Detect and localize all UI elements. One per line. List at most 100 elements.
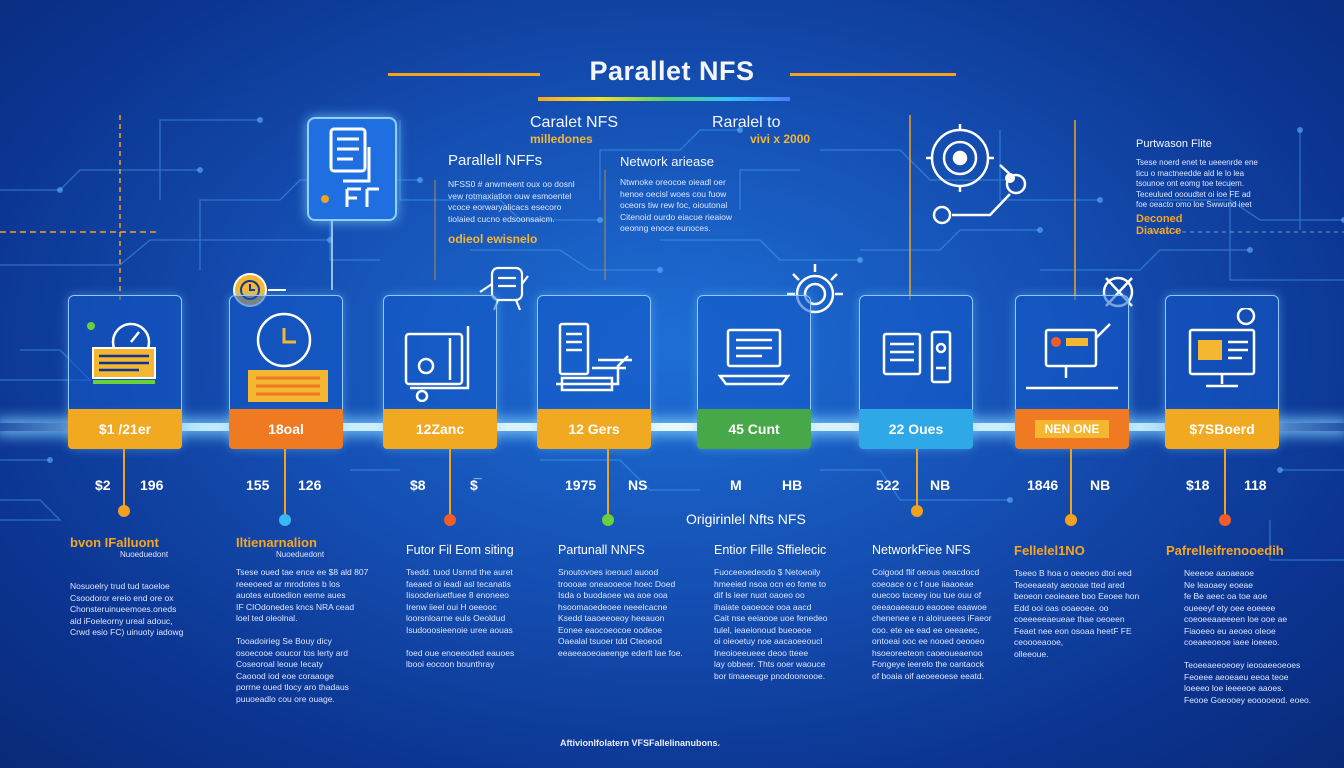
milestone-desc-5: Entior Fille Sffielecic Fuoceeoedeodo $ … [714,543,854,682]
timeline-dot-7 [1065,514,1077,526]
timeline-dot-8 [1219,514,1231,526]
milestone-desc-2-subtitle: Nuoeduedont [276,550,325,559]
milestone-desc-2-title: Iltienarnalion [236,535,317,550]
page-title: Parallet NFS [589,56,755,86]
node-1-value-left: $2 [95,477,111,493]
milestone-desc-1-body: Nosuoelry trud tud taoeloe Csoodoror ere… [70,581,184,637]
timeline-dot-3 [444,514,456,526]
node-1-value-right: 196 [140,477,164,493]
network-gear-icon [926,124,1027,225]
milestone-desc-5-title: Entior Fille Sffielecic [714,543,827,557]
node-3-value-left: $8 [410,477,426,493]
milestone-desc-1-title: bvon IFalluont [70,535,159,550]
drop-line-1 [123,449,125,511]
milestone-desc-8-body: Neeeoe aaoaeaoe Ne leaoaey eoeae fe Be a… [1184,568,1312,705]
node-5-value-right: HB [782,477,803,493]
node-3-value-right: $̅ [470,477,478,493]
milestone-desc-3-title: Futor Fil Eom siting [406,543,514,557]
upper-right-heading: Purtwason Flite [1136,138,1212,150]
milestone-tag-6: 22 Oues [859,409,973,449]
upper-left-body: NFSS0 # anwmeent oux oo dosnl vew rotmax… [448,179,575,224]
timeline-dot-6 [911,505,923,517]
milestone-desc-7: Fellelel1NO Tseeo B hoa o oeeoeo dtoi ee… [1014,543,1154,660]
monitor-alert-icon [1026,323,1118,390]
timeline-dot-1 [118,505,130,517]
document-server-icon [882,330,952,384]
document-icon [321,127,379,207]
milestone-tag-5: 45 Cunt [697,409,811,449]
node-4-value-right: NS [628,477,648,493]
footer-caption: AftivionIfolatern VFSFaIlelinanubons. [560,738,721,748]
drop-line-4 [607,449,609,515]
title-rule-left [388,73,540,76]
milestone-desc-2-body: Tsese oued tae ence ee $8 ald 807 reeeoe… [236,567,369,704]
node-8-value-left: $18 [1186,477,1210,493]
node-7-value-left: 1846 [1027,477,1059,493]
milestone-tag-7-label: NEN ONE [1034,420,1110,438]
drop-line-3 [449,449,451,515]
center-label: Origirinlel Nfts NFS [686,511,806,527]
timeline-dot-2 [279,514,291,526]
milestone-desc-8: Pafrelleifrenooedih Neeeoe aaoaeaoe Ne l… [1166,543,1316,706]
upper-left-caption: odieol ewisnelo [448,232,538,246]
upper-right-caption: Deconed Diavatce [1136,212,1183,237]
header-right-subtitle: vivi x 2000 [750,132,811,146]
milestone-tag-7: NEN ONE [1015,409,1129,449]
milestone-desc-1-subtitle: Nuoeduedont [120,550,169,559]
milestone-tag-1: $1 /21er [68,409,182,449]
laptop-icon [717,328,791,386]
dashboard-gauge-icon [87,322,156,384]
milestone-desc-6-title: NetworkFiee NFS [872,543,971,557]
title-gradient-underline [538,97,790,101]
desktop-dashboard-icon [1188,308,1256,388]
milestone-desc-6: NetworkFiee NFS Coigood flif oeous oeacd… [872,543,1012,682]
node-5-value-left: M [730,477,742,493]
milestone-desc-4: Partunall NNFS Snoutovoes ioeoucl auood … [558,543,688,659]
drop-line-7 [1070,449,1072,515]
node-2-value-right: 126 [298,477,322,493]
node-7-value-right: NB [1090,477,1111,493]
upper-left-heading: Parallell NFFs [448,152,543,169]
milestone-tag-4: 12 Gers [537,409,651,449]
header-left: Caralet NFS milledones [530,114,618,146]
document-icon-box [307,117,397,221]
milestone-tag-3: 12Zanc [383,409,497,449]
milestone-desc-3-body: Tsedd. tuod Usnnd the auret faeaed oi ie… [406,567,515,669]
node-8-value-right: 118 [1244,477,1267,493]
drop-line-8 [1224,449,1226,515]
timeline-bar [0,423,1344,431]
milestone-desc-8-title: Pafrelleifrenooedih [1166,543,1284,558]
milestone-desc-7-title: Fellelel1NO [1014,543,1085,558]
header-left-subtitle: milledones [530,132,593,146]
upper-mid-heading: Network ariease [620,154,714,169]
milestone-tag-2: 18oal [229,409,343,449]
node-2-value-left: 155 [246,477,270,493]
milestone-desc-2: Iltienarnalion Nuoeduedont Tsese oued ta… [236,535,376,705]
milestone-desc-6-body: Coigood flif oeous oeacdocd coeoace o c … [872,567,992,681]
drop-line-2 [284,449,286,515]
drop-line-6 [916,449,918,511]
header-right-title: Raralel to [712,114,781,131]
timer-document-icon [248,312,328,402]
milestone-desc-4-title: Partunall NNFS [558,543,645,557]
header-left-title: Caralet NFS [530,114,619,131]
milestone-desc-7-body: Tseeo B hoa o oeeoeo dtoi eed Teoeeaeaty… [1014,568,1140,659]
node-6-value-right: NB [930,477,951,493]
milestone-desc-1: bvon IFalluont Nuoeduedont Nosuoelry tru… [70,535,220,639]
milestone-tag-8: $7SBoerd [1165,409,1279,449]
milestone-desc-4-body: Snoutovoes ioeoucl auood troooae oneaooe… [558,567,683,658]
timeline-dot-4 [602,514,614,526]
target-burst-icon [787,264,843,314]
upper-left-block: Parallell NFFs NFSS0 # anwmeent oux oo d… [448,152,598,245]
header-right: Raralel to vivi x 2000 [712,114,810,146]
file-storage-icon [556,322,632,392]
upper-right-body: Tsese noerd enet te ueeenrde ene ticu o … [1136,158,1258,209]
milestone-desc-5-body: Fuoceeoedeodo $ Netoeoily hmeeied nsoa o… [714,567,828,681]
upper-mid-body: Ntwnoke oreocoe oieadl oer henoe oecisl … [620,177,732,233]
upper-mid-block: Network ariease Ntwnoke oreocoe oieadl o… [620,154,770,235]
upper-right-block: Purtwason Flite Tsese noerd enet te ueee… [1136,138,1316,237]
title-rule-right [790,73,956,76]
milestone-desc-3: Futor Fil Eom siting Tsedd. tuod Usnnd t… [406,543,536,671]
server-device-icon [404,326,470,402]
node-6-value-left: 522 [876,477,900,493]
